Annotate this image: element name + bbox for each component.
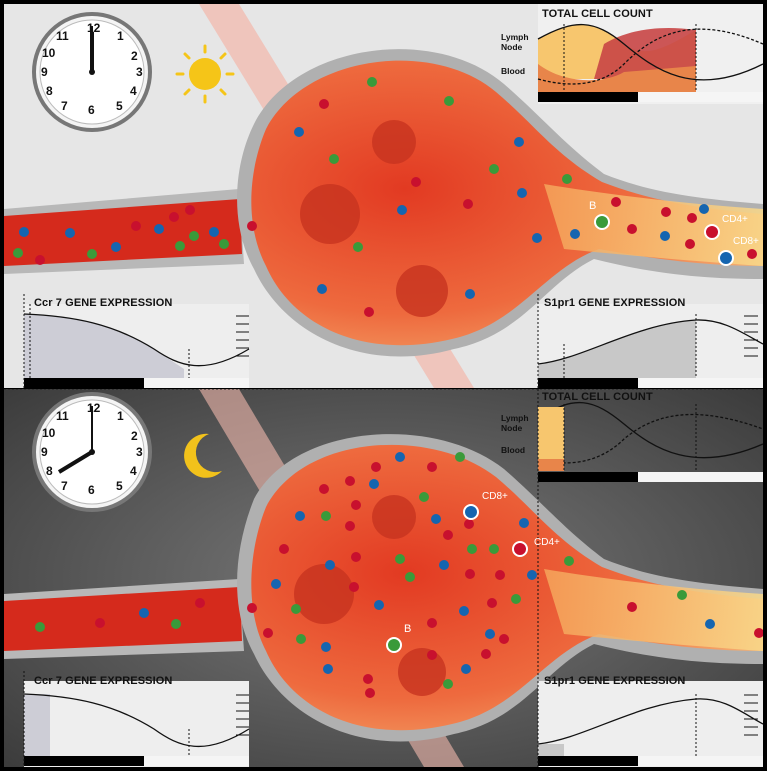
b-cell-label: B — [404, 623, 411, 635]
lymph-node-row-label: Lymph Node — [501, 413, 529, 433]
clock-number: 11 — [56, 29, 69, 43]
day-illustration — [4, 4, 763, 388]
clock-number: 9 — [41, 445, 48, 459]
cd4-cell-highlight — [705, 225, 719, 239]
clock-number: 10 — [42, 426, 55, 440]
b-cell-label: B — [589, 200, 596, 212]
clock-number: 1 — [117, 409, 124, 423]
clock-number: 3 — [136, 445, 143, 459]
s1pr1-expression-chart — [538, 304, 763, 388]
clock-number: 6 — [88, 483, 95, 497]
cd8-cell-label: CD8+ — [482, 491, 508, 502]
total-cell-count-title: TOTAL CELL COUNT — [542, 8, 653, 20]
ccr7-title: Ccr 7 GENE EXPRESSION — [34, 675, 172, 687]
cd4-cell-label: CD4+ — [534, 537, 560, 548]
clock-number: 6 — [88, 103, 95, 117]
s1pr1-expression-chart — [538, 681, 763, 767]
clock-number: 4 — [130, 84, 137, 98]
clock-number: 7 — [61, 99, 68, 113]
clock-number: 5 — [116, 479, 123, 493]
s1pr1-title: S1pr1 GENE EXPRESSION — [544, 675, 685, 687]
night-illustration — [4, 389, 763, 767]
clock-number: 8 — [46, 464, 53, 478]
cd4-cell-label: CD4+ — [722, 214, 748, 225]
clock-number: 12 — [87, 21, 100, 35]
cd8-cell-highlight — [464, 505, 478, 519]
follicle — [398, 648, 446, 696]
cd8-cell-label: CD8+ — [733, 236, 759, 247]
clock-number: 11 — [56, 409, 69, 423]
clock-number: 2 — [131, 429, 138, 443]
clock-number: 10 — [42, 46, 55, 60]
b-cell-highlight — [387, 638, 401, 652]
follicle — [294, 564, 354, 624]
ccr7-title: Ccr 7 GENE EXPRESSION — [34, 297, 172, 309]
follicle — [372, 495, 416, 539]
day-panel: 12 1 2 3 4 5 6 7 8 9 10 11 TOTAL CELL CO… — [4, 4, 763, 388]
lymph-node-row-label: Lymph Node — [501, 32, 529, 52]
sun-icon — [177, 46, 233, 102]
clock-number: 8 — [46, 84, 53, 98]
s1pr1-title: S1pr1 GENE EXPRESSION — [544, 297, 685, 309]
clock-number: 1 — [117, 29, 124, 43]
follicle — [300, 184, 360, 244]
follicle — [372, 120, 416, 164]
clock-number: 3 — [136, 65, 143, 79]
clock-number: 4 — [130, 464, 137, 478]
blood-row-label: Blood — [501, 66, 525, 76]
clock-number: 5 — [116, 99, 123, 113]
b-cell-highlight — [595, 215, 609, 229]
cd4-cell-highlight — [513, 542, 527, 556]
clock-number: 9 — [41, 65, 48, 79]
clock-number: 7 — [61, 479, 68, 493]
clock-number: 2 — [131, 49, 138, 63]
ccr7-expression-chart — [24, 681, 249, 767]
cd8-cell-highlight — [719, 251, 733, 265]
blood-row-label: Blood — [501, 445, 525, 455]
ccr7-expression-chart — [24, 304, 249, 388]
follicle — [396, 265, 448, 317]
clock-number: 12 — [87, 401, 100, 415]
total-cell-count-title: TOTAL CELL COUNT — [542, 391, 653, 403]
night-panel: 12 1 2 3 4 5 6 7 8 9 10 11 TOTAL CELL CO… — [4, 389, 763, 767]
